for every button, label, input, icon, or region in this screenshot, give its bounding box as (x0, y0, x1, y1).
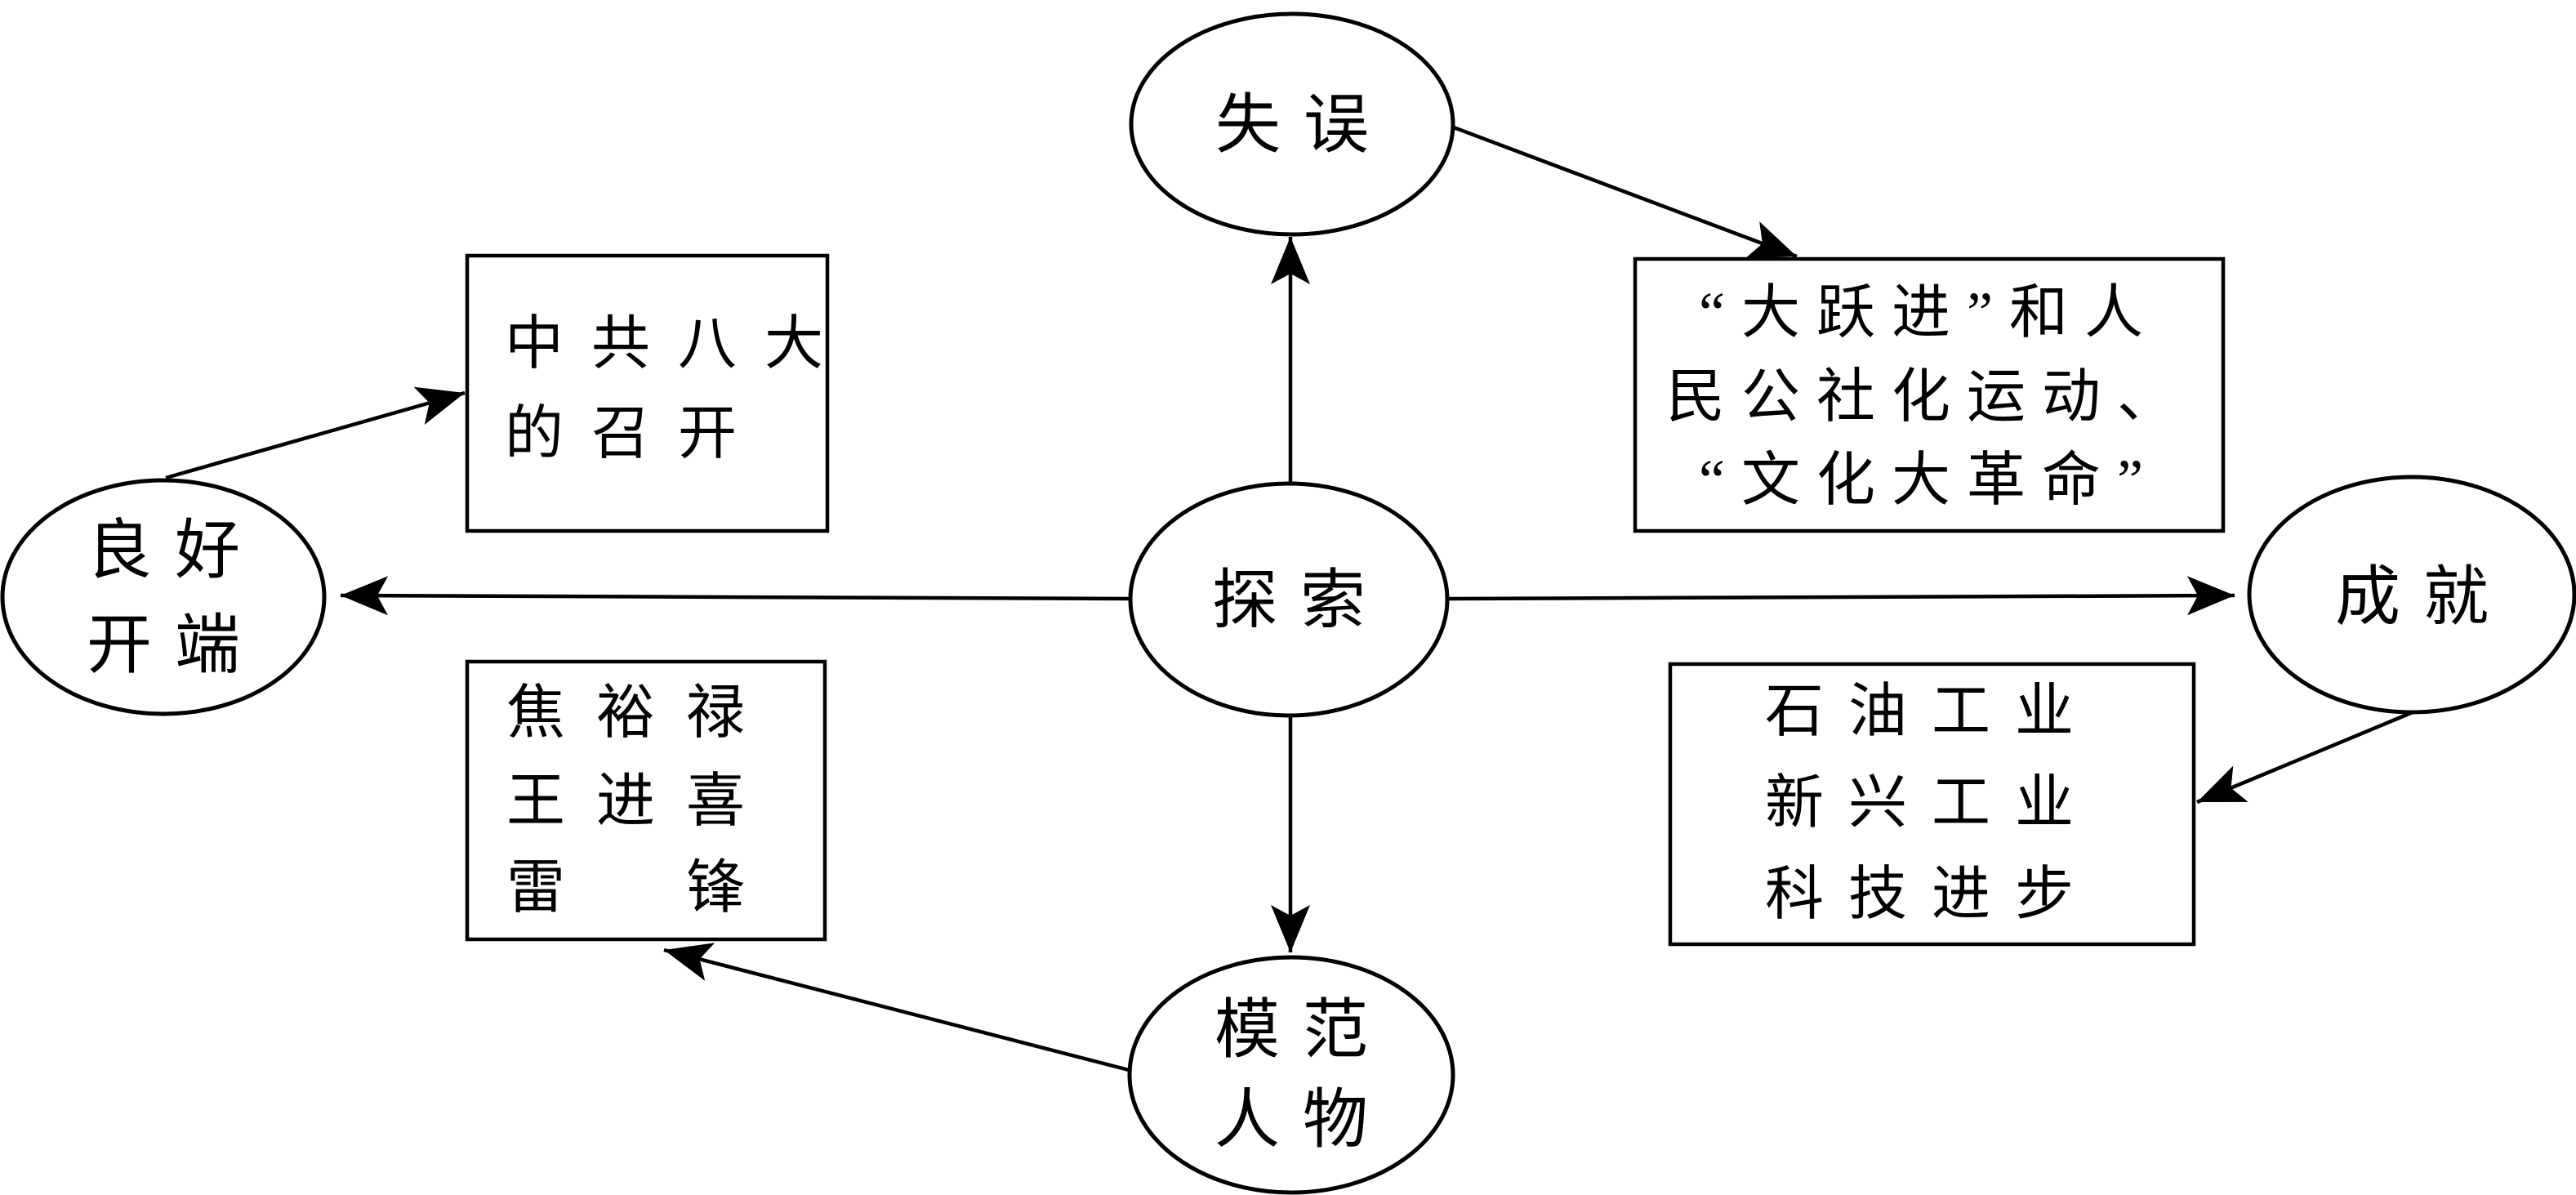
box-model-heroes-line2: 王进喜 (506, 769, 776, 834)
box-industry-achievements: 石油工业 新兴工业 科技进步 (1668, 662, 2196, 947)
node-exploration-label: 探索 (1212, 565, 1388, 637)
node-achievements-ellipse (2247, 475, 2576, 715)
node-achievements: 成就 (2247, 475, 2576, 715)
node-model-figures-line1: 模范 (1214, 995, 1391, 1067)
edges (165, 120, 2413, 1074)
node-model-figures-line2: 人物 (1214, 1085, 1391, 1157)
box-model-heroes-rect (465, 659, 827, 942)
arrow-achievements-to-industry (2196, 710, 2413, 805)
box-industry-achievements-line2: 新兴工业 (1765, 770, 2098, 836)
box-political-movements-rect (1633, 256, 2226, 533)
arrow-good-beginning-to-eighth-congress (165, 386, 466, 480)
node-exploration-ellipse (1128, 481, 1450, 718)
node-model-figures: 模范 人物 (1127, 955, 1455, 1195)
box-eighth-congress-line1: 中共八大 (505, 311, 851, 377)
box-industry-achievements-line3: 科技进步 (1765, 862, 2098, 927)
node-good-beginning-line2: 开端 (87, 610, 263, 682)
box-eighth-congress-line2: 的召开 (505, 401, 764, 466)
box-political-movements-line3: “文化大革命” (1699, 448, 2159, 513)
arrow-exploration-to-good-beginning (340, 576, 1131, 616)
node-good-beginning-ellipse (0, 478, 327, 716)
node-good-beginning-line1: 良好 (87, 515, 263, 587)
node-model-figures-ellipse (1127, 955, 1455, 1195)
box-model-heroes-line3: 雷 锋 (506, 855, 776, 921)
box-industry-achievements-line1: 石油工业 (1765, 679, 2098, 744)
node-good-beginning: 良好 开端 (0, 478, 327, 716)
arrow-model-figures-to-heroes (663, 943, 1136, 1074)
arrow-exploration-to-achievements (1446, 576, 2235, 616)
node-achievements-label: 成就 (2335, 562, 2511, 634)
arrow-mistakes-to-political-movements (1440, 120, 1798, 259)
box-model-heroes-line1: 焦裕禄 (506, 680, 776, 746)
node-mistakes-ellipse (1129, 11, 1455, 237)
box-eighth-congress: 中共八大 的召开 (465, 253, 851, 533)
node-exploration: 探索 (1128, 481, 1450, 718)
node-mistakes: 失误 (1129, 11, 1455, 237)
box-model-heroes: 焦裕禄 王进喜 雷 锋 (465, 659, 827, 942)
box-political-movements: “大跃进”和人 民公社化运动、 “文化大革命” (1633, 256, 2226, 533)
box-eighth-congress-rect (465, 253, 830, 533)
box-industry-achievements-rect (1668, 662, 2196, 947)
box-political-movements-line2: 民公社化运动、 (1666, 364, 2192, 430)
box-political-movements-line1: “大跃进”和人 (1699, 280, 2159, 346)
node-mistakes-label: 失误 (1215, 90, 1392, 162)
